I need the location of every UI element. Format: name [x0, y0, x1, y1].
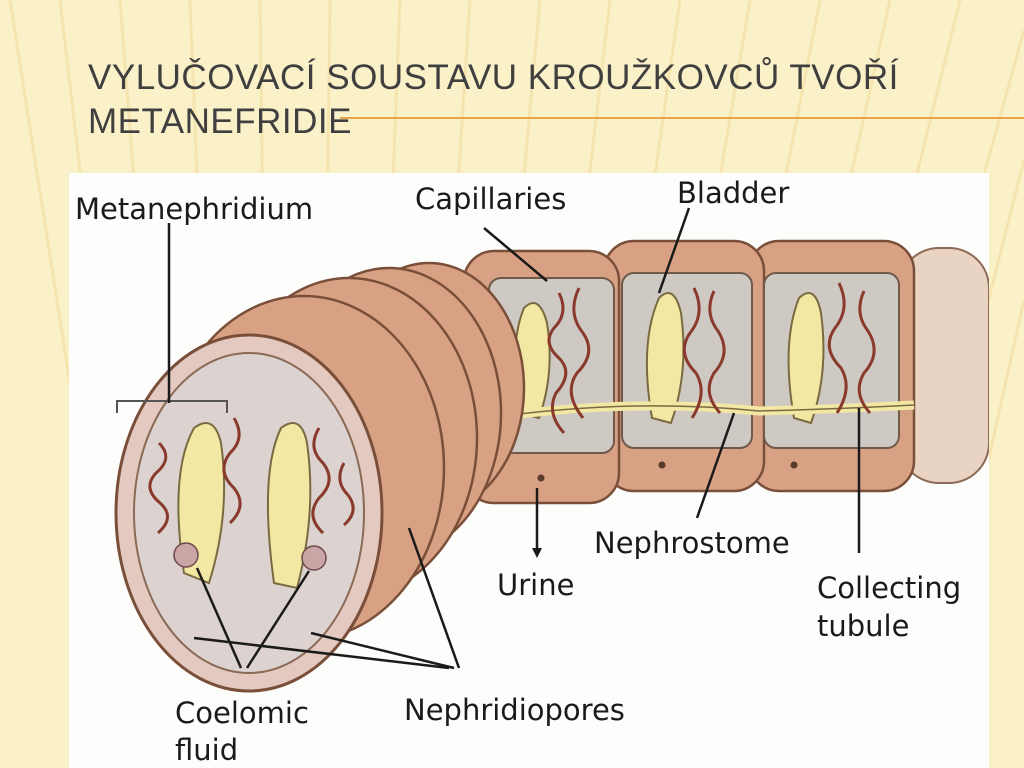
- capillaries-network: [547, 282, 876, 435]
- diagram-svg: Metanephridium Capillaries Bladder Nephr…: [75, 176, 989, 767]
- slide-title-line-1: Vylučovací soustavu kroužkovců tvoří: [88, 58, 899, 97]
- leader-coelomic-2: [245, 570, 311, 669]
- nephrostome-dot-right: [301, 545, 327, 571]
- leader-capillaries: [483, 227, 548, 282]
- leader-lines: [167, 207, 861, 670]
- pore-dot: [658, 461, 666, 469]
- label-metanephridium: Metanephridium: [75, 192, 313, 226]
- pore-dot: [790, 461, 798, 469]
- slide-title: Vylučovací soustavu kroužkovců tvoří met…: [88, 56, 908, 144]
- leader-nephrostome: [695, 412, 736, 519]
- label-collecting-line-2: tubule: [817, 609, 909, 643]
- leader-nephridiopores-3: [407, 527, 461, 669]
- bladder-shape: [645, 292, 685, 425]
- label-collecting-line-1: Collecting: [817, 571, 961, 605]
- slide-title-line-2: metanefridie: [88, 102, 352, 141]
- cross-bladder-right: [266, 422, 312, 590]
- label-coelomic-line-1: Coelomic: [175, 696, 309, 730]
- label-nephrostome: Nephrostome: [594, 526, 790, 560]
- urine-arrowhead: [532, 548, 542, 558]
- segment-window-3: [763, 272, 900, 449]
- label-capillaries: Capillaries: [415, 182, 566, 216]
- label-bladder: Bladder: [677, 176, 789, 210]
- metanephridia-diagram: Metanephridium Capillaries Bladder Nephr…: [69, 173, 989, 768]
- leader-nephridiopores-1: [193, 636, 450, 670]
- nephrostome-dot-left: [173, 542, 199, 568]
- tubule-band-outline: [488, 404, 915, 419]
- leader-bladder: [657, 207, 691, 294]
- leader-coelomic-1: [195, 567, 243, 669]
- bladder-shape: [787, 292, 825, 425]
- pore-dot: [537, 474, 545, 482]
- label-coelomic-line-2: fluid: [175, 733, 238, 767]
- leader-nephridiopores-2: [310, 631, 455, 670]
- label-nephridiopores: Nephridiopores: [404, 693, 625, 727]
- worm-body: [114, 239, 989, 693]
- label-urine: Urine: [497, 568, 574, 602]
- title-underline: [340, 117, 1024, 119]
- cross-capillaries: [148, 417, 355, 535]
- metanephridium-bracket: [116, 400, 228, 413]
